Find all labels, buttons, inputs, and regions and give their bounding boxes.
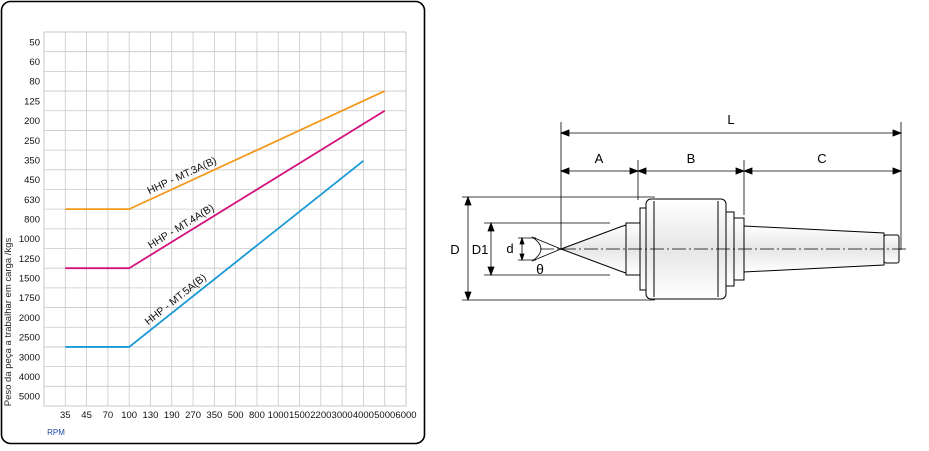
label-D: D	[450, 242, 459, 257]
x-tick-label: 130	[143, 410, 159, 421]
y-tick-label: 1750	[19, 293, 40, 304]
series-line	[65, 109, 386, 270]
x-tick-label: 1000	[268, 410, 289, 421]
x-tick-label: 3000	[332, 410, 353, 421]
x-tick-label: 35	[60, 410, 71, 421]
y-tick-label: 50	[29, 37, 40, 48]
x-tick-label: 70	[103, 410, 114, 421]
y-tick-label: 80	[29, 77, 40, 88]
x-tick-label: 350	[206, 410, 222, 421]
label-theta: θ	[536, 261, 544, 277]
load-rpm-chart: 5060801252002503504506308001000125015001…	[0, 0, 426, 445]
plot-area	[43, 31, 407, 407]
label-L: L	[727, 112, 734, 127]
y-tick-label: 1000	[19, 234, 40, 245]
chart-frame	[0, 0, 426, 445]
y-tick-label: 250	[24, 136, 40, 147]
x-tick-label: 1500	[289, 410, 310, 421]
live-center-svg: L A B C	[450, 112, 908, 302]
y-tick-label: 2500	[19, 333, 40, 344]
y-tick-label: 2000	[19, 313, 40, 324]
y-tick-label: 450	[24, 175, 40, 186]
live-center-drawing: L A B C	[440, 100, 920, 320]
label-B: B	[687, 151, 696, 166]
y-tick-label: 125	[24, 96, 40, 107]
x-tick-label: 270	[185, 410, 201, 421]
y-tick-label: 350	[24, 155, 40, 166]
y-tick-label: 4000	[19, 372, 40, 383]
y-tick-label: 630	[24, 195, 40, 206]
label-A: A	[595, 151, 604, 166]
series-line	[65, 90, 386, 211]
x-tick-label: 500	[228, 410, 244, 421]
y-axis-title: Peso da peça a trabalhar em carga /kgs	[3, 238, 14, 407]
y-tick-label: 60	[29, 57, 40, 68]
dimension-L	[559, 122, 903, 250]
series-line	[65, 160, 364, 348]
label-D1: D1	[472, 242, 489, 257]
x-tick-label: 45	[81, 410, 92, 421]
y-tick-label: 3000	[19, 352, 40, 363]
y-tick-label: 200	[24, 116, 40, 127]
label-C: C	[817, 151, 826, 166]
x-tick-label: 5000	[374, 410, 395, 421]
dimension-ABC	[559, 160, 903, 215]
label-d: d	[506, 241, 513, 256]
x-tick-label: 800	[249, 410, 265, 421]
x-axis-title: RPM	[47, 428, 65, 437]
y-tick-label: 800	[24, 215, 40, 226]
x-tick-label: 190	[164, 410, 180, 421]
y-tick-label: 5000	[19, 392, 40, 403]
dimension-D	[462, 195, 655, 302]
x-tick-label: 4000	[353, 410, 374, 421]
x-tick-label: 2200	[310, 410, 331, 421]
x-tick-label: 100	[121, 410, 137, 421]
x-tick-label: 6000	[395, 410, 416, 421]
y-tick-label: 1500	[19, 274, 40, 285]
y-tick-label: 1250	[19, 254, 40, 265]
